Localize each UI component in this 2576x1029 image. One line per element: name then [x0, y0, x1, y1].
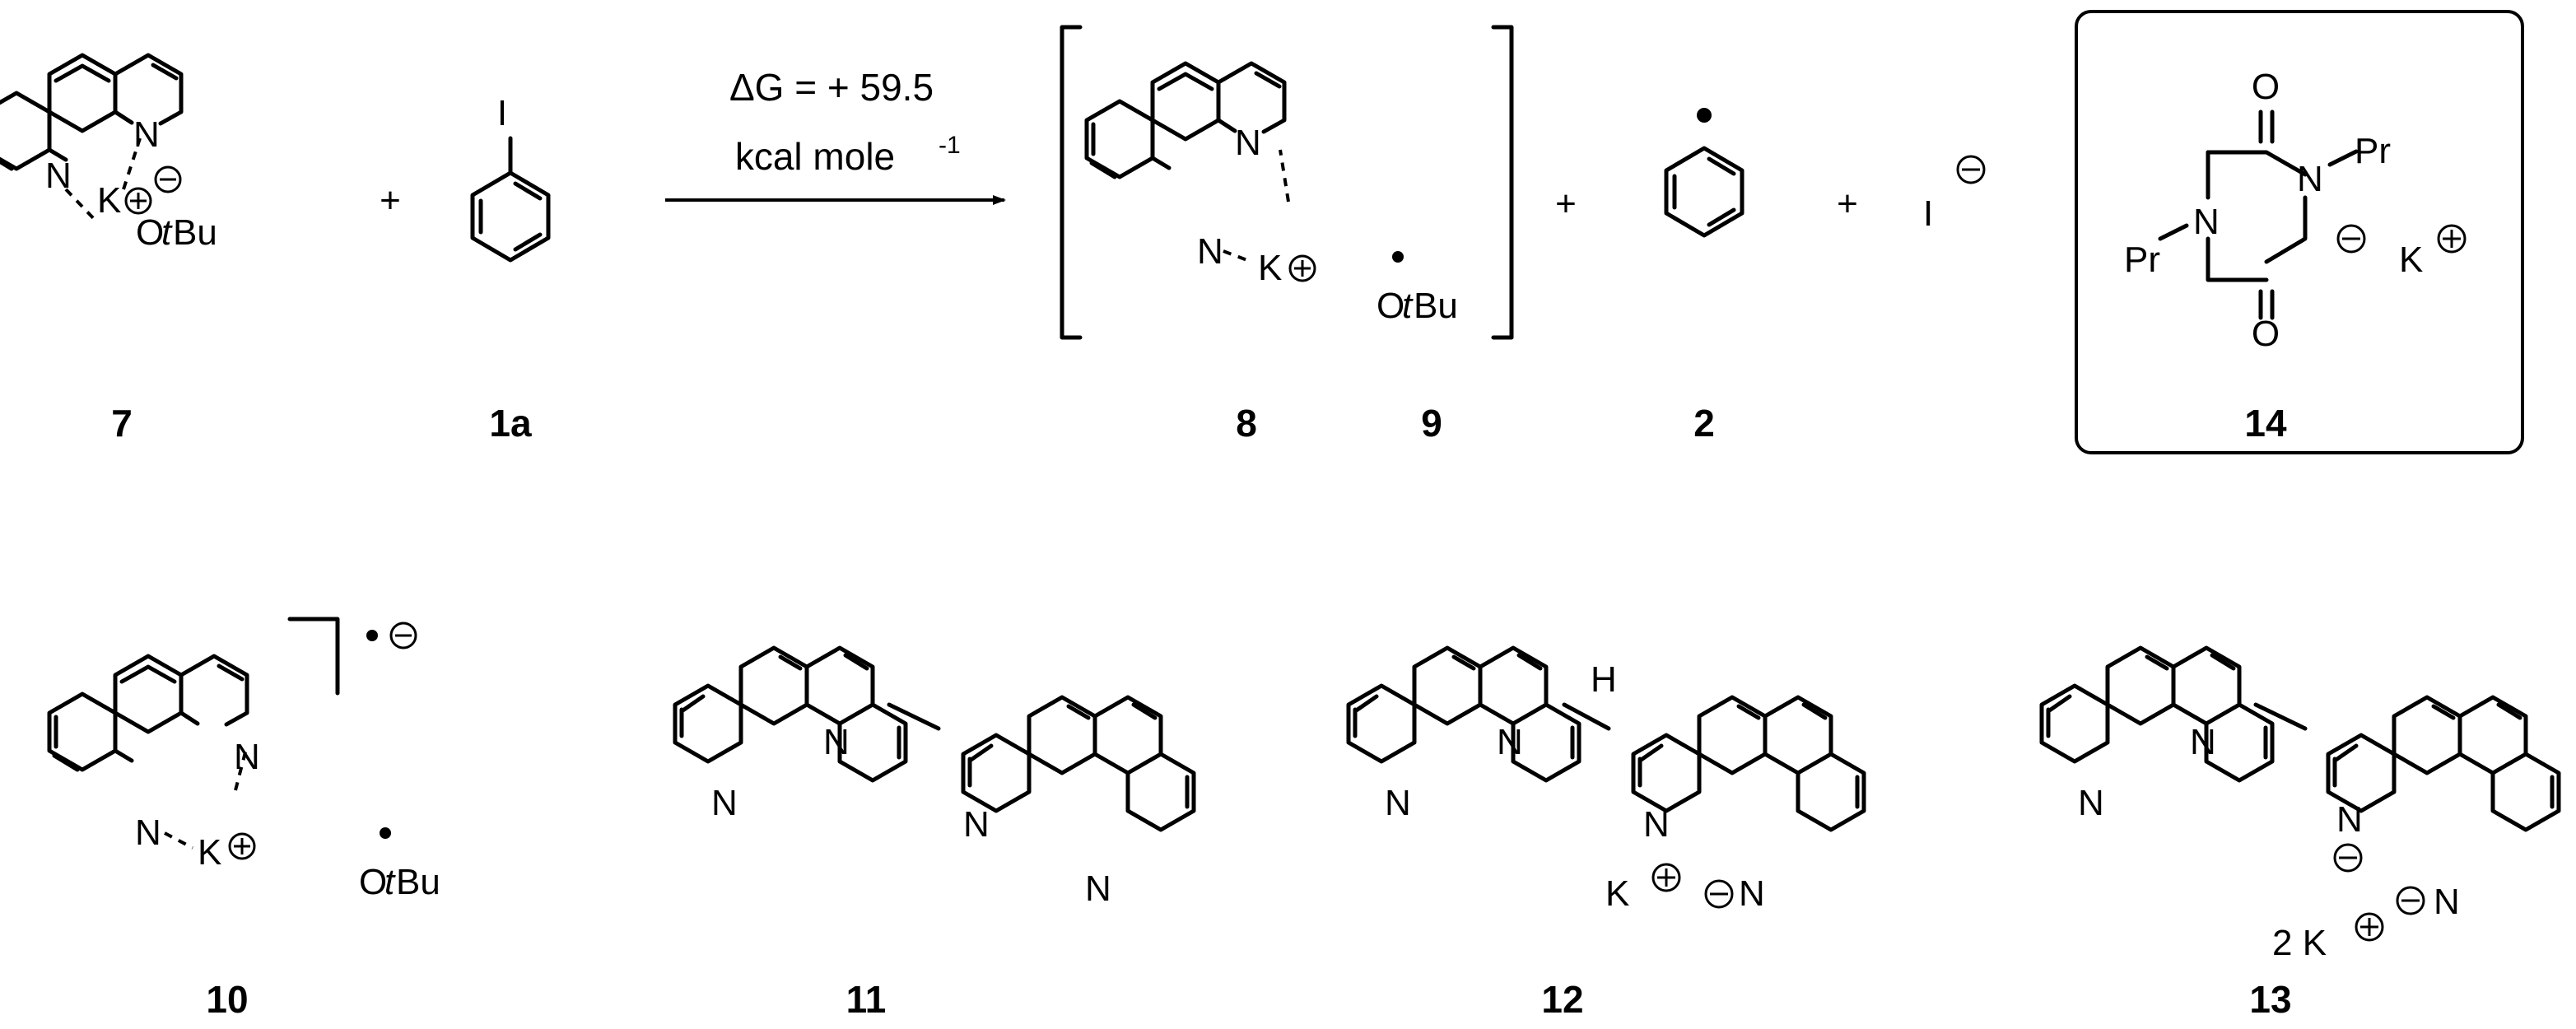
- label-14: 14: [2244, 402, 2287, 445]
- iodine-atom: I: [497, 93, 507, 133]
- n-atom: N: [1197, 231, 1223, 272]
- iodine-atom: I: [1923, 193, 1933, 234]
- n-atom: N: [234, 737, 260, 777]
- n-atom: N: [2078, 783, 2104, 823]
- label-9: 9: [1421, 402, 1442, 445]
- units-text: kcal mole: [735, 135, 895, 178]
- k-atom: K: [1605, 873, 1629, 914]
- bu-label: Bu: [396, 862, 440, 902]
- delta-g-text: ΔG = + 59.5: [729, 66, 934, 109]
- pr-label: Pr: [2355, 131, 2391, 171]
- o-atom: O: [1377, 286, 1404, 326]
- h-atom: H: [1591, 659, 1617, 700]
- n-atom: N: [2336, 799, 2363, 840]
- plus-sign: +: [380, 180, 401, 221]
- k-atom: K: [1258, 248, 1282, 288]
- label-8: 8: [1236, 402, 1257, 445]
- o-atom: O: [2252, 67, 2280, 107]
- n-atom: N: [2193, 202, 2220, 242]
- compound-13: N N N N 2 K: [2042, 648, 2559, 963]
- plus-sign: +: [1555, 184, 1577, 224]
- label-7: 7: [111, 402, 133, 445]
- t-label: t: [1402, 286, 1414, 326]
- bu-label: Bu: [173, 212, 217, 253]
- n-atom: N: [133, 114, 160, 155]
- compound-10: N N K O t Bu: [47, 617, 440, 902]
- k-atom: K: [198, 832, 221, 873]
- two-k-label: 2 K: [2272, 923, 2327, 963]
- n-atom: N: [1235, 123, 1261, 163]
- compound-11: N N N N: [675, 648, 1194, 909]
- n-atom: N: [2434, 882, 2460, 922]
- label-11: 11: [846, 978, 887, 1021]
- n-atom: N: [135, 812, 161, 853]
- plus-sign: +: [1837, 184, 1858, 224]
- o-atom: O: [2252, 314, 2280, 354]
- k-atom: K: [2399, 240, 2423, 280]
- n-atom: N: [1385, 783, 1411, 823]
- n-atom: N: [45, 156, 72, 196]
- compound-7: N N K O t Bu: [0, 53, 217, 253]
- t-label: t: [384, 862, 396, 902]
- n-atom: N: [2297, 159, 2323, 199]
- n-atom: N: [1497, 722, 1523, 762]
- compound-2: [1664, 108, 1745, 238]
- reaction-arrow: ΔG = + 59.5 kcal mole -1: [665, 66, 1006, 205]
- k-atom: K: [97, 180, 121, 221]
- label-12: 12: [1541, 978, 1583, 1021]
- bu-label: Bu: [1414, 286, 1458, 326]
- n-atom: N: [1085, 868, 1111, 909]
- t-label: t: [161, 212, 173, 253]
- n-atom: N: [711, 783, 738, 823]
- o-atom: O: [359, 862, 387, 902]
- label-2: 2: [1693, 402, 1715, 445]
- n-atom: N: [2190, 722, 2216, 762]
- compound-14-box: O N Pr N Pr O K 14: [2075, 10, 2524, 454]
- bracket-8-9: [1060, 25, 1514, 340]
- n-atom: N: [1643, 804, 1670, 845]
- n-atom: N: [963, 804, 990, 845]
- o-atom: O: [136, 212, 164, 253]
- label-10: 10: [206, 978, 248, 1021]
- pr-label: Pr: [2124, 240, 2160, 280]
- units-exponent: -1: [939, 132, 961, 159]
- compound-8: N N K: [1084, 61, 1316, 288]
- compound-1a: I: [470, 93, 551, 263]
- n-atom: N: [823, 722, 850, 762]
- label-13: 13: [2249, 978, 2291, 1021]
- compound-12: N N H N N K: [1349, 648, 1864, 914]
- compound-9: O t Bu: [1377, 251, 1458, 326]
- n-atom: N: [1739, 873, 1765, 914]
- label-1a: 1a: [489, 402, 532, 445]
- iodide-ion: I: [1923, 155, 1986, 234]
